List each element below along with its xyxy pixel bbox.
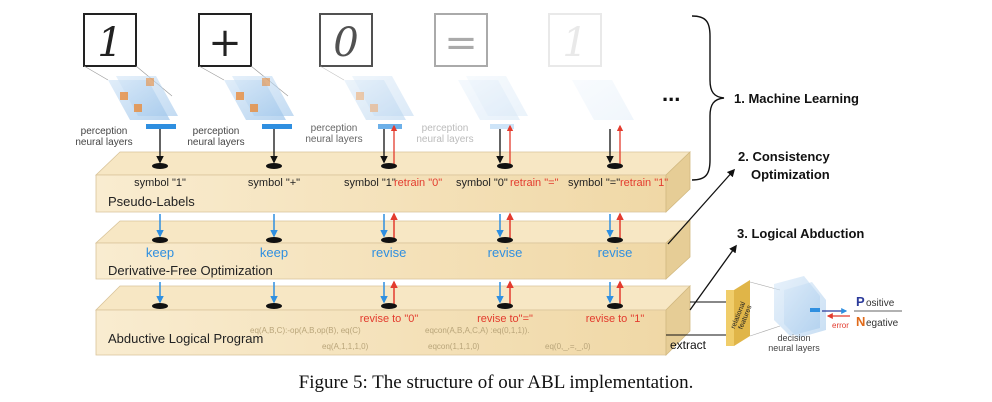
step-consistency-2: Optimization xyxy=(751,167,830,182)
perception-label-3b: neural layers xyxy=(305,134,362,145)
revision-label-4: revise to"=" xyxy=(477,313,533,325)
hole-alp-4 xyxy=(497,303,513,309)
perception-label-1b: neural layers xyxy=(75,137,132,148)
logic-rule-2: eq(A,1,1,1,0) xyxy=(322,342,369,351)
decision-net xyxy=(749,276,826,338)
svg-text:P: P xyxy=(856,294,865,309)
logic-rule-1: eq(A,B,C):-op(A,B,op(B), eq(C) xyxy=(250,326,361,335)
logic-rule-5: eq(0,_,=,_,0) xyxy=(545,342,591,351)
revision-label-5: revise to "1" xyxy=(586,313,645,325)
perception-net-1 xyxy=(83,65,178,129)
digit-box-4: = xyxy=(434,13,488,67)
step-consistency-1: 2. Consistency xyxy=(738,149,831,164)
hole-pseudo-3 xyxy=(381,163,397,169)
slab-title-pseudo-labels: Pseudo-Labels xyxy=(108,194,195,209)
digit-box-1: 1 xyxy=(83,13,137,67)
positive-label: P ositive xyxy=(856,294,895,309)
perception-label-4b: neural layers xyxy=(416,134,473,145)
hole-alp-5 xyxy=(607,303,623,309)
dfo-action-3: revise xyxy=(372,245,407,260)
error-label: error xyxy=(832,321,849,330)
perception-net-3 xyxy=(319,65,414,129)
symbol-label-3: symbol "1" xyxy=(344,177,396,189)
symbol-label-4: symbol "0" xyxy=(456,177,508,189)
hole-alp-1 xyxy=(152,303,168,309)
symbol-label-5: symbol "=" xyxy=(568,177,620,189)
svg-text:=: = xyxy=(444,20,478,66)
hole-alp-3 xyxy=(381,303,397,309)
curly-brace xyxy=(691,15,725,181)
retrain-label-3: retrain "0" xyxy=(394,177,442,189)
svg-text:egative: egative xyxy=(866,318,899,329)
revision-label-3: revise to "0" xyxy=(360,313,419,325)
svg-text:1: 1 xyxy=(562,20,587,66)
extract-label: extract xyxy=(670,338,707,352)
hole-pseudo-2 xyxy=(266,163,282,169)
svg-text:+: + xyxy=(208,20,242,66)
perception-net-5 xyxy=(572,80,634,120)
svg-text:0: 0 xyxy=(333,20,358,66)
hole-dfo-1 xyxy=(152,237,168,243)
decision-label-1: decision xyxy=(777,333,810,343)
perception-label-3: perception xyxy=(311,123,358,134)
slab-pseudo-labels xyxy=(95,151,691,213)
perception-net-4 xyxy=(458,76,528,129)
perception-label-1: perception xyxy=(81,126,128,137)
hole-pseudo-4 xyxy=(497,163,513,169)
logic-rule-3: eqcon(A,B,A,C,A) :eq(0,1,1)). xyxy=(425,326,530,335)
negative-label: N egative xyxy=(856,314,899,329)
perception-label-4: perception xyxy=(422,123,469,134)
hole-dfo-2 xyxy=(266,237,282,243)
decision-label-2: neural layers xyxy=(768,343,820,353)
perception-label-2b: neural layers xyxy=(187,137,244,148)
step-logical-abduction: 3. Logical Abduction xyxy=(737,226,864,241)
hole-alp-2 xyxy=(266,303,282,309)
retrain-label-4: retrain "=" xyxy=(510,177,559,189)
slab-title-dfo: Derivative-Free Optimization xyxy=(108,263,273,278)
slab-abductive-logical-program xyxy=(95,285,691,356)
hole-pseudo-5 xyxy=(607,163,623,169)
hole-dfo-3 xyxy=(381,237,397,243)
symbol-label-2: symbol "+" xyxy=(248,177,300,189)
slab-derivative-free-optimization xyxy=(94,220,692,280)
digit-box-3: 0 xyxy=(319,13,373,67)
relational-features-block: relational features xyxy=(726,280,754,346)
hole-dfo-4 xyxy=(497,237,513,243)
svg-text:ositive: ositive xyxy=(866,298,895,309)
hole-pseudo-1 xyxy=(152,163,168,169)
logic-rule-4: eqcon(1,1,1,0) xyxy=(428,342,480,351)
perception-label-2: perception xyxy=(193,126,240,137)
slab-title-alp: Abductive Logical Program xyxy=(108,331,263,346)
figure-caption: Figure 5: The structure of our ABL imple… xyxy=(298,372,694,393)
hole-dfo-5 xyxy=(607,237,623,243)
dfo-action-1: keep xyxy=(146,245,174,260)
digit-box-5: 1 xyxy=(548,13,602,67)
digit-box-2: + xyxy=(198,13,252,67)
dfo-action-2: keep xyxy=(260,245,288,260)
arrow-to-consistency xyxy=(667,168,736,245)
symbol-label-1: symbol "1" xyxy=(134,177,186,189)
retrain-label-5: retrain "1" xyxy=(620,177,668,189)
ellipsis: ... xyxy=(662,81,680,106)
svg-text:N: N xyxy=(856,314,865,329)
step-machine-learning: 1. Machine Learning xyxy=(734,91,859,106)
dfo-action-5: revise xyxy=(598,245,633,260)
arrow-to-abduction xyxy=(689,244,737,311)
dfo-action-4: revise xyxy=(488,245,523,260)
svg-text:1: 1 xyxy=(97,20,122,66)
perception-net-2 xyxy=(198,65,294,129)
